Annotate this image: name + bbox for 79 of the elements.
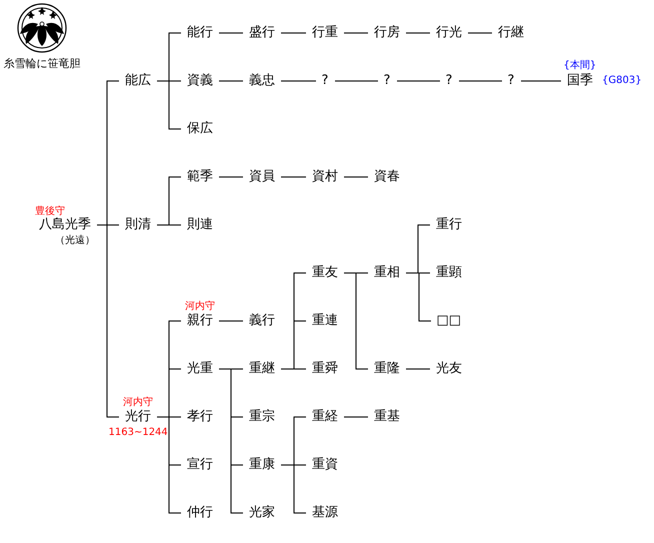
code-note: {G803} [602, 75, 642, 87]
name-label: ? [440, 73, 458, 89]
name-label: 行房 [368, 25, 406, 41]
title-note: 河内守 [123, 397, 153, 409]
lineage-line [280, 176, 306, 178]
lineage-line [344, 176, 368, 178]
name-label: 資義 [181, 73, 219, 89]
name-label: 光友 [430, 361, 468, 377]
years-note: 1163~1244 [108, 427, 168, 439]
name-label: 重隆 [368, 361, 406, 377]
lineage-line [218, 176, 244, 178]
name-label: 重行 [430, 217, 468, 233]
lineage-line [156, 224, 182, 226]
name-label: 行光 [430, 25, 468, 41]
name-label: 国季 [561, 73, 599, 89]
lineage-line [156, 416, 182, 514]
alias-note: （光遠） [55, 235, 95, 247]
lineage-line [218, 80, 244, 82]
lineage-line [396, 80, 440, 82]
name-label: 重相 [368, 265, 406, 281]
name-label: 保広 [181, 121, 219, 137]
name-label: 光重 [181, 361, 219, 377]
name-label: 重継 [243, 361, 281, 377]
name-label: 重舜 [306, 361, 344, 377]
name-label: 八島光季 [33, 217, 97, 233]
lineage-line [334, 80, 378, 82]
name-label: 則清 [119, 217, 157, 233]
lineage-line [468, 32, 492, 34]
name-label: 資員 [243, 169, 281, 185]
name-label: 義行 [243, 313, 281, 329]
lineage-line [406, 272, 432, 322]
name-label: □□ [430, 313, 468, 329]
name-label: 重顕 [430, 265, 468, 281]
lineage-line [406, 368, 430, 370]
lineage-line [96, 224, 120, 418]
lineage-line [406, 32, 430, 34]
lineage-line [218, 32, 244, 34]
lineage-line [280, 368, 306, 370]
name-label: 能行 [181, 25, 219, 41]
name-label: 行重 [306, 25, 344, 41]
name-label: 重経 [306, 409, 344, 425]
lineage-line [344, 272, 368, 370]
name-label: ? [378, 73, 396, 89]
name-label: 範季 [181, 169, 219, 185]
name-label: 重連 [306, 313, 344, 329]
name-label: 仲行 [181, 505, 219, 521]
lineage-line [156, 80, 182, 130]
name-label: 基源 [306, 505, 344, 521]
lineage-line [520, 80, 562, 82]
name-label: 重康 [243, 457, 281, 473]
name-label: 重基 [368, 409, 406, 425]
lineage-line [218, 368, 244, 514]
name-label: 親行 [181, 313, 219, 329]
name-label: ? [502, 73, 520, 89]
name-label: 義忠 [243, 73, 281, 89]
name-label: 宣行 [181, 457, 219, 473]
name-label: 孝行 [181, 409, 219, 425]
lineage-line [458, 80, 502, 82]
name-label: 重友 [306, 265, 344, 281]
crest-caption: 糸雪輪に笹竜胆 [4, 58, 80, 70]
lineage-line [344, 32, 368, 34]
name-label: 行継 [492, 25, 530, 41]
name-label: 能広 [119, 73, 157, 89]
lineage-line [218, 320, 244, 322]
name-label: 光家 [243, 505, 281, 521]
title-note: 河内守 [185, 301, 215, 313]
name-label: 重資 [306, 457, 344, 473]
name-label: 盛行 [243, 25, 281, 41]
title-note: 豊後守 [35, 206, 65, 218]
lineage-line [280, 32, 306, 34]
name-label: ? [316, 73, 334, 89]
name-label: 重宗 [243, 409, 281, 425]
family-note: {本間} [564, 60, 596, 72]
name-label: 光行 [119, 409, 157, 425]
name-label: 資村 [306, 169, 344, 185]
name-label: 則連 [181, 217, 219, 233]
lineage-line [280, 80, 316, 82]
name-label: 資春 [368, 169, 406, 185]
lineage-line [344, 416, 368, 418]
